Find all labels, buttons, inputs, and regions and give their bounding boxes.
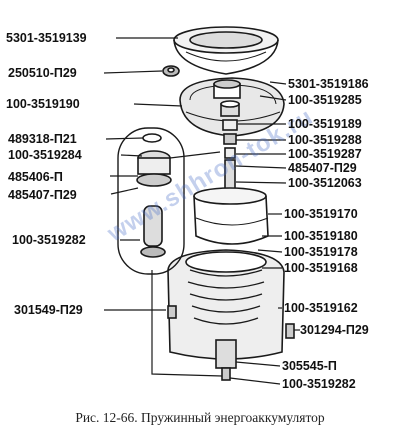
part-label-left: 5301-3519139 — [6, 31, 87, 45]
bolt-part — [167, 305, 295, 381]
part-label-left: 100-3519284 — [8, 148, 82, 162]
spring-cylinder-part — [193, 187, 269, 245]
part-label-right: 100-3519189 — [288, 117, 362, 131]
part-label-right: 485407-П29 — [288, 161, 357, 175]
part-label-right: 100-3519170 — [284, 207, 358, 221]
part-label-left: 250510-П29 — [8, 66, 77, 80]
figure-caption: Рис. 12-66. Пружинный энергоаккумулятор — [75, 410, 325, 425]
part-label-left: 301549-П29 — [14, 303, 83, 317]
part-label-right: 100-3519287 — [288, 147, 362, 161]
leader-lines — [103, 37, 300, 385]
piston-stack-part — [220, 100, 240, 191]
part-label-left: 485407-П29 — [8, 188, 77, 202]
part-label-right: 100-3519285 — [288, 93, 362, 107]
part-label-right: 100-3519162 — [284, 301, 358, 315]
left-parts-group — [117, 127, 185, 275]
part-label-right: 100-3512063 — [288, 176, 362, 190]
part-label-right: 100-3519282 — [282, 377, 356, 391]
lower-housing-part — [167, 249, 285, 369]
part-label-left: 489318-П21 — [8, 132, 77, 146]
part-label-right: 100-3519168 — [284, 261, 358, 275]
part-label-left: 485406-П — [8, 170, 63, 184]
part-label-left: 100-3519190 — [6, 97, 80, 111]
part-label-right: 100-3519288 — [288, 133, 362, 147]
top-cover-part — [173, 26, 279, 75]
part-label-right: 100-3519180 — [284, 229, 358, 243]
part-label-right: 305545-П — [282, 359, 337, 373]
part-label-left: 100-3519282 — [12, 233, 86, 247]
part-label-right: 100-3519178 — [284, 245, 358, 259]
part-label-right: 5301-3519186 — [288, 77, 369, 91]
part-label-right: 301294-П29 — [300, 323, 369, 337]
nut-part — [162, 65, 180, 77]
